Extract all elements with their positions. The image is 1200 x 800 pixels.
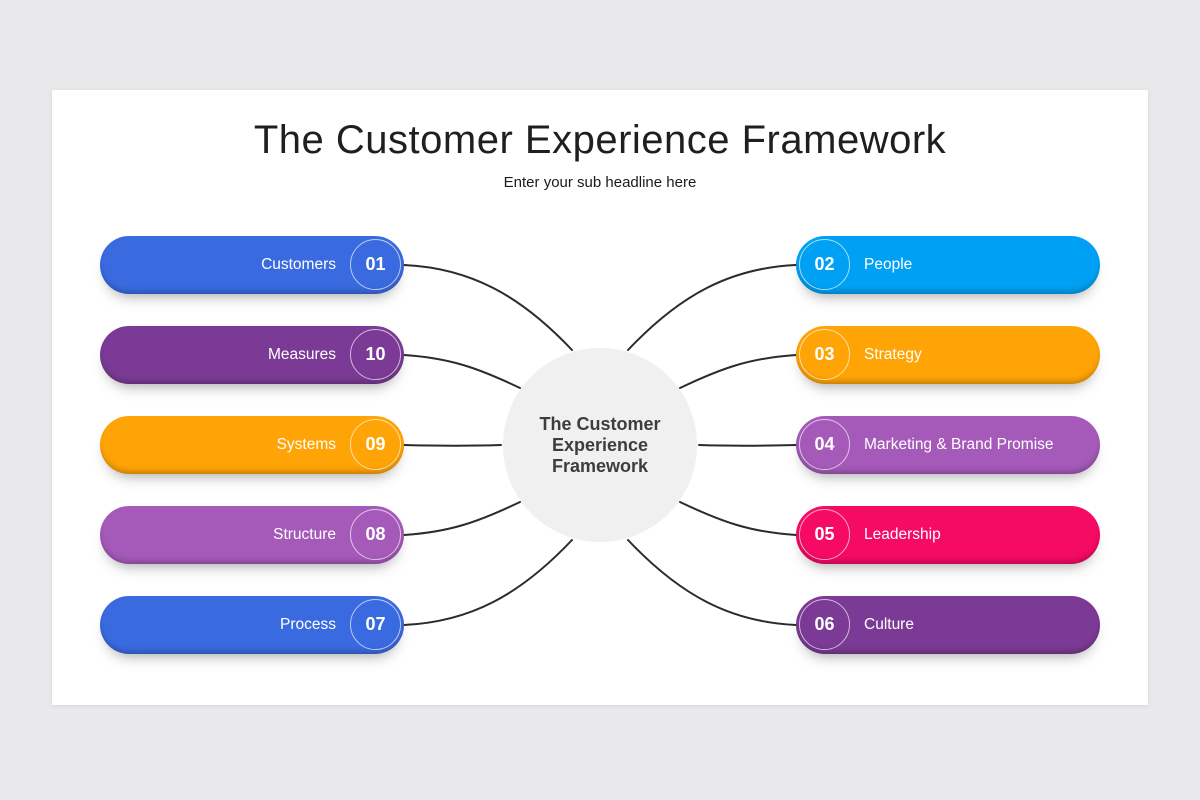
pill-label: Marketing & Brand Promise bbox=[864, 436, 1054, 453]
pill-label: Strategy bbox=[864, 346, 922, 363]
pill-label: Structure bbox=[273, 526, 336, 543]
pill-number-badge: 08 bbox=[350, 509, 401, 560]
pill-culture: 06 Culture bbox=[796, 596, 1100, 654]
center-label-line: Experience bbox=[551, 434, 649, 455]
pill-process: Process 07 bbox=[100, 596, 404, 654]
pill-number-badge: 01 bbox=[350, 239, 401, 290]
pill-label: Culture bbox=[864, 616, 914, 633]
pill-customers: Customers 01 bbox=[100, 236, 404, 294]
pill-number-badge: 05 bbox=[799, 509, 850, 560]
pill-label: People bbox=[864, 256, 913, 273]
pill-systems: Systems 09 bbox=[100, 416, 404, 474]
pill-label: Customers bbox=[261, 256, 336, 273]
pill-label: Leadership bbox=[864, 526, 941, 543]
pill-label: Measures bbox=[267, 346, 336, 363]
slide-title: The Customer Experience Framework bbox=[253, 118, 947, 162]
pill-label: Systems bbox=[276, 436, 336, 453]
pill-number-badge: 03 bbox=[799, 329, 850, 380]
pill-number-badge: 06 bbox=[799, 599, 850, 650]
pill-people: 02 People bbox=[796, 236, 1100, 294]
pill-number-badge: 09 bbox=[350, 419, 401, 470]
pill-number-badge: 07 bbox=[350, 599, 401, 650]
pill-number-badge: 04 bbox=[799, 419, 850, 470]
pill-leadership: 05 Leadership bbox=[796, 506, 1100, 564]
center-label-line: The Customer bbox=[539, 413, 661, 434]
pill-strategy: 03 Strategy bbox=[796, 326, 1100, 384]
center-label-line: Framework bbox=[551, 455, 649, 476]
pill-number-badge: 02 bbox=[799, 239, 850, 290]
pill-measures: Measures 10 bbox=[100, 326, 404, 384]
pill-marketing-brand-promise: 04 Marketing & Brand Promise bbox=[796, 416, 1100, 474]
center-circle: The Customer Experience Framework bbox=[503, 348, 697, 542]
slide-subtitle: Enter your sub headline here bbox=[503, 174, 697, 191]
pill-number-badge: 10 bbox=[350, 329, 401, 380]
pill-label: Process bbox=[280, 616, 336, 633]
pill-structure: Structure 08 bbox=[100, 506, 404, 564]
